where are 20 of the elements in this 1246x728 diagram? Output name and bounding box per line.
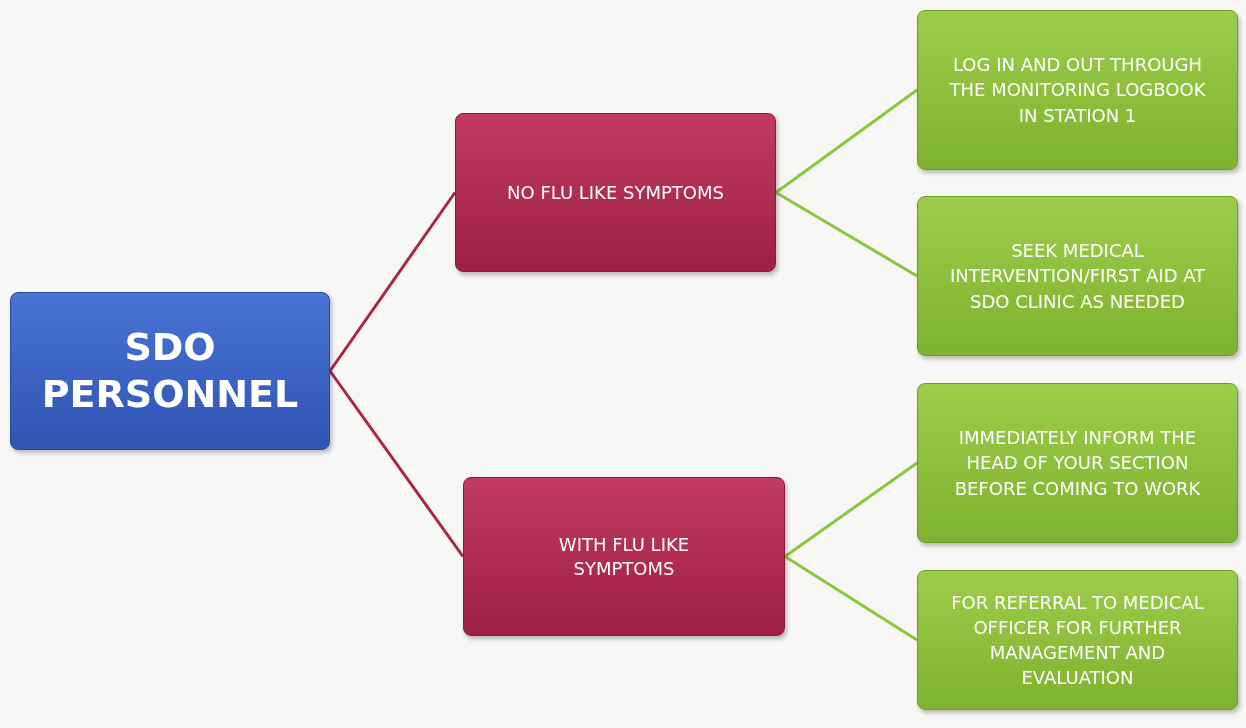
connector-line (784, 555, 918, 642)
node-label: WITH FLU LIKE SYMPTOMS (557, 533, 691, 580)
rounded-box (917, 570, 1238, 710)
node-label: IMMEDIATELY INFORM THE HEAD OF YOUR SECTION BEFORE COMING TO WORK (953, 426, 1202, 501)
rounded-box (917, 196, 1238, 356)
node-label: NO FLU LIKE SYMPTOMS (507, 180, 724, 205)
rounded-box (10, 292, 330, 450)
connector-line (328, 191, 457, 372)
rounded-box (463, 477, 785, 636)
rounded-box (455, 113, 776, 272)
node-label: FOR REFERRAL TO MEDICAL OFFICER FOR FURTHER MANAGEMENT AND EVALUATION (950, 590, 1205, 691)
node-label: SDO PERSONNEL (40, 323, 300, 418)
connector-line (784, 461, 918, 558)
connector-line (775, 88, 918, 194)
connector-line (328, 370, 465, 558)
node-label: SEEK MEDICAL INTERVENTION/FIRST AID AT SDO CLINIC AS NEEDED (948, 239, 1207, 314)
rounded-box (917, 383, 1238, 543)
connector-line (775, 191, 918, 278)
node-label: LOG IN AND OUT THROUGH THE MONITORING LOGBOOK IN STATION 1 (948, 53, 1207, 128)
rounded-box (917, 10, 1238, 170)
